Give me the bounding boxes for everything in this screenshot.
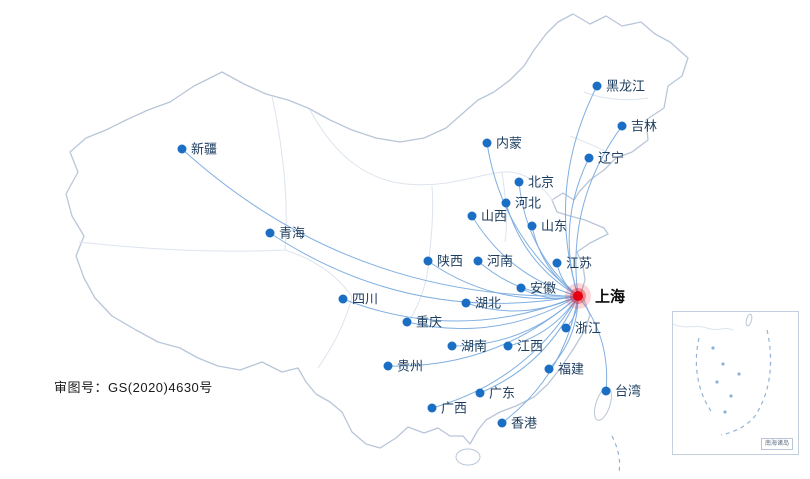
province-label[interactable]: 四川 bbox=[352, 292, 378, 307]
province-dot[interactable] bbox=[447, 341, 457, 351]
flight-line bbox=[531, 225, 579, 297]
province-label[interactable]: 北京 bbox=[528, 175, 554, 190]
flight-line bbox=[431, 295, 579, 409]
inset-taiwan bbox=[745, 313, 753, 327]
province-dot[interactable] bbox=[475, 388, 485, 398]
province-dot[interactable] bbox=[427, 403, 437, 413]
province-label[interactable]: 广西 bbox=[441, 401, 467, 416]
province-label[interactable]: 吉林 bbox=[631, 119, 657, 134]
province-label[interactable]: 香港 bbox=[511, 416, 537, 431]
inset-island-dot bbox=[737, 372, 741, 376]
flight-line bbox=[548, 295, 579, 370]
inset-canvas bbox=[672, 313, 772, 436]
province-dot[interactable] bbox=[402, 317, 412, 327]
province-dot[interactable] bbox=[473, 256, 483, 266]
flight-line bbox=[520, 287, 579, 299]
province-label[interactable]: 重庆 bbox=[416, 315, 442, 330]
hainan-island bbox=[455, 448, 481, 466]
inset-dash-right bbox=[720, 329, 772, 436]
province-dot[interactable] bbox=[503, 341, 513, 351]
province-dot[interactable] bbox=[516, 283, 526, 293]
inset-island-dot bbox=[721, 362, 725, 366]
province-label[interactable]: 山东 bbox=[541, 219, 567, 234]
province-label[interactable]: 贵州 bbox=[397, 359, 423, 374]
flight-lines bbox=[181, 85, 623, 424]
flight-line bbox=[406, 295, 579, 330]
province-dot[interactable] bbox=[338, 294, 348, 304]
map-license-number: 审图号：GS(2020)4630号 bbox=[54, 380, 213, 395]
province-label[interactable]: 湖北 bbox=[475, 296, 501, 311]
province-label[interactable]: 江苏 bbox=[566, 256, 592, 271]
inset-island-dot bbox=[729, 394, 733, 398]
flight-line bbox=[575, 125, 623, 297]
hub-marker: 上海 bbox=[565, 283, 625, 309]
province-label[interactable]: 内蒙 bbox=[496, 136, 522, 151]
inset-island-dot bbox=[715, 380, 719, 384]
province-borders bbox=[78, 91, 649, 369]
flight-line bbox=[387, 295, 579, 367]
province-dot[interactable] bbox=[177, 144, 187, 154]
province-label[interactable]: 新疆 bbox=[191, 142, 217, 157]
province-label[interactable]: 河南 bbox=[487, 254, 513, 269]
province-label[interactable]: 安徽 bbox=[530, 281, 556, 296]
flight-line bbox=[471, 215, 579, 297]
province-dot[interactable] bbox=[561, 323, 571, 333]
inset-island-dot bbox=[723, 410, 727, 414]
province-dot[interactable] bbox=[617, 121, 627, 131]
province-dot[interactable] bbox=[383, 361, 393, 371]
province-dot[interactable] bbox=[423, 256, 433, 266]
province-dot[interactable] bbox=[592, 81, 602, 91]
province-label[interactable]: 山西 bbox=[481, 209, 507, 224]
south-china-sea-inset: 南海诸岛 bbox=[672, 311, 799, 455]
province-markers bbox=[177, 81, 627, 428]
province-label[interactable]: 陕西 bbox=[437, 254, 463, 269]
flight-line bbox=[181, 148, 579, 297]
province-dot[interactable] bbox=[482, 138, 492, 148]
province-label[interactable]: 广东 bbox=[489, 386, 515, 401]
province-dot[interactable] bbox=[265, 228, 275, 238]
province-label[interactable]: 浙江 bbox=[575, 321, 601, 336]
province-dot[interactable] bbox=[501, 198, 511, 208]
province-label[interactable]: 江西 bbox=[517, 339, 543, 354]
inset-caption: 南海诸岛 bbox=[760, 438, 793, 450]
inset-island-dot bbox=[711, 346, 715, 350]
inset-coastline bbox=[672, 323, 734, 331]
province-label[interactable]: 台湾 bbox=[615, 384, 641, 399]
province-label[interactable]: 河北 bbox=[515, 196, 541, 211]
province-dot[interactable] bbox=[497, 418, 507, 428]
province-dot[interactable] bbox=[461, 298, 471, 308]
province-dot[interactable] bbox=[467, 211, 477, 221]
flight-line bbox=[269, 232, 579, 304]
province-dot[interactable] bbox=[544, 364, 554, 374]
china-outline bbox=[65, 13, 689, 449]
nine-dash-line-fragment bbox=[611, 435, 621, 473]
province-label[interactable]: 湖南 bbox=[461, 339, 487, 354]
province-label[interactable]: 黑龙江 bbox=[606, 79, 645, 94]
hub-label: 上海 bbox=[595, 288, 625, 306]
province-label[interactable]: 青海 bbox=[279, 226, 305, 241]
province-dot[interactable] bbox=[514, 177, 524, 187]
province-dot[interactable] bbox=[527, 221, 537, 231]
flight-line bbox=[479, 295, 579, 394]
province-dot[interactable] bbox=[584, 153, 594, 163]
province-label[interactable]: 福建 bbox=[558, 362, 584, 377]
flight-line bbox=[465, 295, 579, 312]
province-label[interactable]: 辽宁 bbox=[598, 151, 624, 166]
inset-dash-left bbox=[695, 337, 714, 415]
province-dot[interactable] bbox=[601, 386, 611, 396]
hub-dot[interactable] bbox=[573, 291, 583, 301]
flight-line bbox=[568, 157, 590, 297]
province-dot[interactable] bbox=[552, 258, 562, 268]
flight-line bbox=[577, 295, 608, 392]
flight-line bbox=[505, 202, 579, 297]
